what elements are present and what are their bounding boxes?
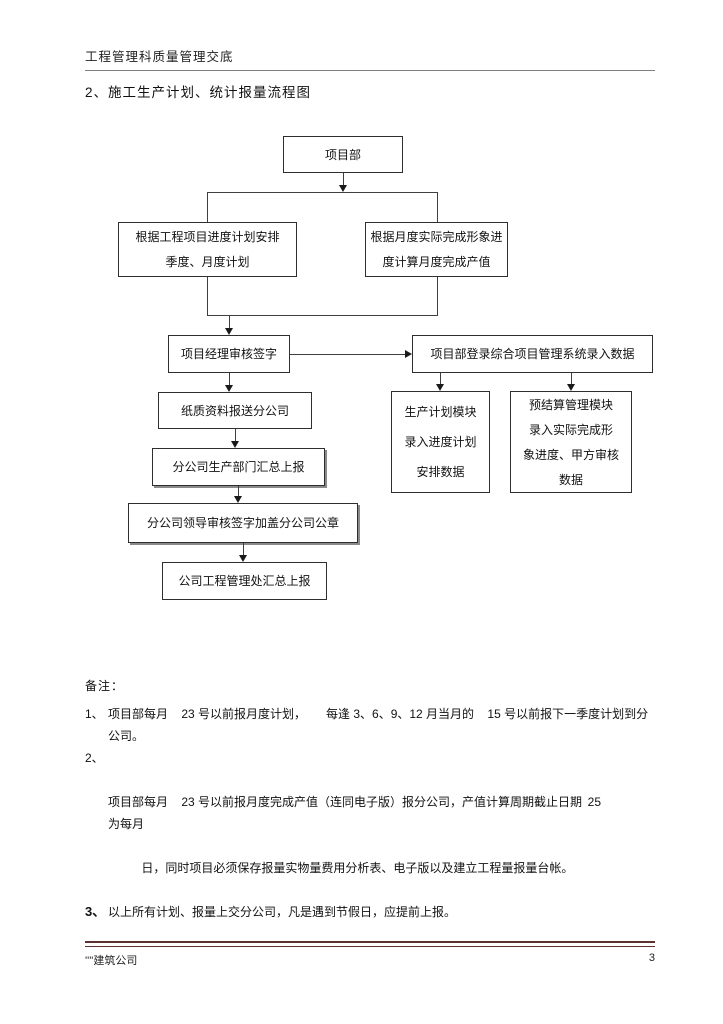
note-text-line: 项目部每月 23 号以前报月度完成产值（连同电子版）报分公司，产值计算周期截止日… (108, 791, 653, 835)
node-label: 项目部 (324, 147, 361, 162)
note-text-segment: 项目部每月 23 号以前报月度完成产值（连同电子版）报分公司，产值计算周期截止日… (108, 795, 583, 831)
footer-rule-thick (85, 941, 655, 943)
connector-line (571, 373, 572, 384)
note-text-tail: 25 (587, 795, 601, 809)
connector-line (229, 315, 230, 328)
node-label: 项目经理审核签字 (180, 347, 277, 361)
node-label-line: 季度、月度计划 (165, 255, 250, 269)
flowchart-node-branch-leader: 分公司领导审核签字加盖分公司公章 (128, 503, 358, 543)
flowchart-node-manager-sign: 项目经理审核签字 (168, 335, 290, 373)
arrowhead-down-icon (234, 496, 242, 503)
note-item-1: 1、 项目部每月 23 号以前报月度计划， 每逢 3、6、9、12 月当月的 1… (85, 703, 653, 747)
flowchart-node-company-summary: 公司工程管理处汇总上报 (162, 562, 327, 600)
flowchart-node-budget-module: 预结算管理模块 录入实际完成形 象进度、甲方审核 数据 (510, 391, 632, 493)
node-label: 分公司生产部门汇总上报 (172, 460, 305, 474)
node-label-line: 根据月度实际完成形象进 (370, 230, 503, 244)
notes-label: 备注： (85, 679, 125, 693)
flowchart-node-output-value: 根据月度实际完成形象进 度计算月度完成产值 (365, 222, 508, 277)
connector-line (238, 486, 239, 496)
note-item-2: 2、 项目部每月 23 号以前报月度完成产值（连同电子版）报分公司，产值计算周期… (85, 747, 653, 901)
note-number: 3、 (85, 904, 106, 919)
arrowhead-down-icon (231, 441, 239, 448)
flowchart-node-project-dept: 项目部 (283, 136, 403, 173)
note-text-line: 日，同时项目必须保存报量实物量费用分析表、电子版以及建立工程量报量台帐。 (141, 861, 574, 875)
connector-line (243, 543, 244, 555)
note-text: 项目部每月 23 号以前报月度计划， 每逢 3、6、9、12 月当月的 15 号… (108, 707, 649, 743)
connector-line (343, 173, 344, 185)
flowchart-node-plan-module: 生产计划模块 录入进度计划 安排数据 (391, 391, 490, 493)
connector-line (229, 373, 230, 385)
node-label: 纸质资料报送分公司 (180, 403, 289, 418)
connector-line (440, 373, 441, 384)
notes-section: 备注： 1、 项目部每月 23 号以前报月度计划， 每逢 3、6、9、12 月当… (85, 675, 653, 923)
node-label: 公司工程管理处汇总上报 (178, 574, 311, 588)
connector-line (437, 192, 438, 222)
connector-line (207, 315, 438, 316)
footer-page-number: 3 (648, 952, 655, 964)
node-label-line: 预结算管理模块 (528, 397, 613, 412)
flowchart-node-plan-arrange: 根据工程项目进度计划安排 季度、月度计划 (118, 222, 297, 277)
notes-list: 1、 项目部每月 23 号以前报月度计划， 每逢 3、6、9、12 月当月的 1… (85, 703, 653, 923)
node-label: 分公司领导审核签字加盖分公司公章 (146, 516, 339, 530)
connector-line (235, 429, 236, 441)
arrowhead-down-icon (436, 384, 444, 391)
node-label-line: 生产计划模块 (404, 405, 477, 419)
note-text: 以上所有计划、报量上交分公司，凡是遇到节假日，应提前上报。 (108, 905, 457, 919)
flowchart-node-paper-report: 纸质资料报送分公司 (158, 392, 312, 429)
arrowhead-down-icon (225, 328, 233, 335)
note-text: 项目部每月 23 号以前报月度完成产值（连同电子版）报分公司，产值计算周期截止日… (108, 747, 653, 901)
arrowhead-right-icon (405, 350, 412, 358)
note-item-3: 3、 以上所有计划、报量上交分公司，凡是遇到节假日，应提前上报。 (85, 901, 653, 923)
header-title: 工程管理科质量管理交底 (85, 50, 234, 64)
node-label: 项目部登录综合项目管理系统录入数据 (430, 347, 635, 361)
arrowhead-down-icon (225, 385, 233, 392)
connector-line (207, 192, 208, 222)
footer-company-name: ''''建筑公司 (85, 955, 138, 967)
connector-line (207, 192, 438, 193)
connector-line (437, 277, 438, 315)
arrowhead-down-icon (239, 555, 247, 562)
arrowhead-down-icon (339, 185, 347, 192)
flowchart-node-system-entry: 项目部登录综合项目管理系统录入数据 (412, 335, 653, 373)
note-number: 2、 (85, 751, 104, 765)
node-label-line: 录入实际完成形 (528, 422, 613, 437)
header-rule (85, 70, 655, 71)
node-label-line: 象进度、甲方审核 (522, 447, 619, 462)
node-label-line: 根据工程项目进度计划安排 (135, 230, 280, 244)
footer-rule-thin (85, 946, 655, 947)
arrowhead-down-icon (567, 384, 575, 391)
node-label-line: 度计算月度完成产值 (382, 255, 491, 269)
node-label-line: 安排数据 (416, 465, 465, 479)
flowchart-node-branch-dept: 分公司生产部门汇总上报 (152, 448, 325, 486)
connector-line (290, 354, 405, 355)
section-heading: 2、施工生产计划、统计报量流程图 (85, 85, 312, 100)
node-label-line: 数据 (558, 472, 583, 487)
note-number: 1、 (85, 707, 104, 721)
connector-line (207, 277, 208, 315)
node-label-line: 录入进度计划 (404, 435, 477, 449)
